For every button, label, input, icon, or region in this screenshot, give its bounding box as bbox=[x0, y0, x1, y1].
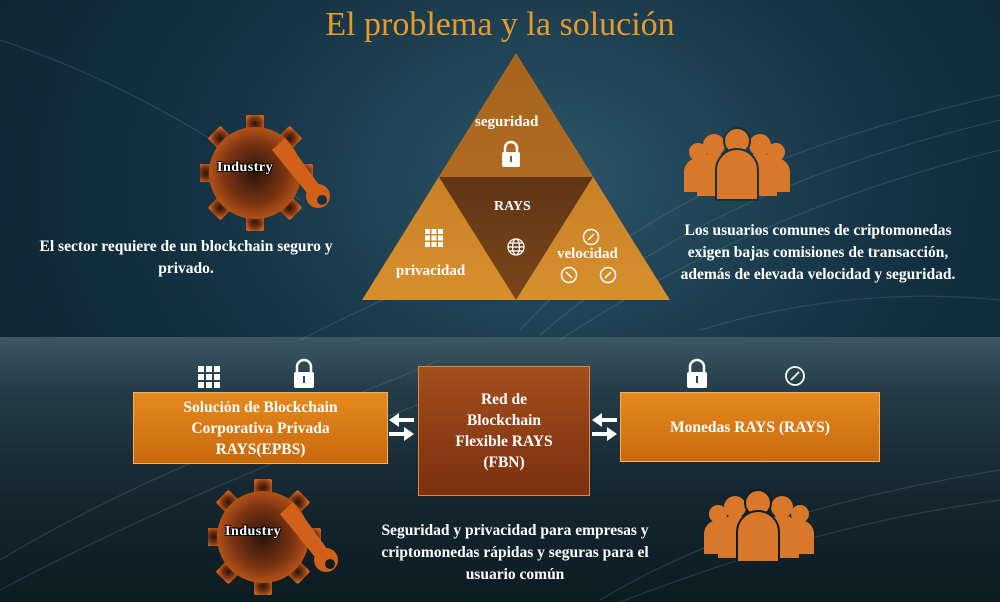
box-fbn-label: Red de Blockchain Flexible RAYS (FBN) bbox=[455, 391, 553, 471]
gear-wrench-icon: Industry bbox=[197, 108, 340, 233]
speedometer-icon bbox=[582, 228, 600, 246]
speedometer-icon bbox=[785, 366, 805, 386]
triangle-top-label: seguridad bbox=[475, 114, 539, 130]
grid-icon bbox=[425, 229, 443, 247]
box-epbs-label: Solución de Blockchain Corporativa Priva… bbox=[183, 398, 338, 458]
lock-icon bbox=[687, 358, 707, 388]
triangle-center-label: RAYS bbox=[494, 199, 531, 214]
speedometer-icon bbox=[599, 266, 617, 284]
left-description: El sector requiere de un blockchain segu… bbox=[39, 238, 333, 277]
box-rays-coin: Monedas RAYS (RAYS) bbox=[620, 392, 880, 462]
triangle-right-label: velocidad bbox=[557, 246, 618, 262]
lock-icon bbox=[294, 358, 314, 388]
double-arrow-icon bbox=[592, 413, 617, 441]
people-group-icon bbox=[704, 489, 814, 563]
triangle-left-label: privacidad bbox=[396, 263, 466, 279]
gear-label: Industry bbox=[217, 160, 274, 175]
box-rays-coin-label: Monedas RAYS (RAYS) bbox=[670, 418, 830, 436]
double-arrow-icon bbox=[389, 413, 414, 441]
gear-wrench-icon: Industry bbox=[205, 472, 348, 597]
grid-icon bbox=[198, 366, 220, 388]
triangle-top bbox=[439, 53, 593, 177]
gear-label: Industry bbox=[225, 524, 282, 539]
globe-icon bbox=[507, 238, 525, 256]
people-group-icon bbox=[684, 127, 790, 201]
box-fbn: Red de Blockchain Flexible RAYS (FBN) bbox=[418, 366, 590, 496]
box-epbs: Solución de Blockchain Corporativa Priva… bbox=[133, 392, 388, 464]
lock-icon bbox=[502, 140, 520, 167]
page-title: El problema y la solución bbox=[325, 6, 675, 43]
speedometer-icon bbox=[560, 266, 578, 284]
right-description: Los usuarios comunes de criptomonedas ex… bbox=[680, 222, 956, 283]
bottom-description: Seguridad y privacidad para empresas y c… bbox=[381, 522, 649, 583]
